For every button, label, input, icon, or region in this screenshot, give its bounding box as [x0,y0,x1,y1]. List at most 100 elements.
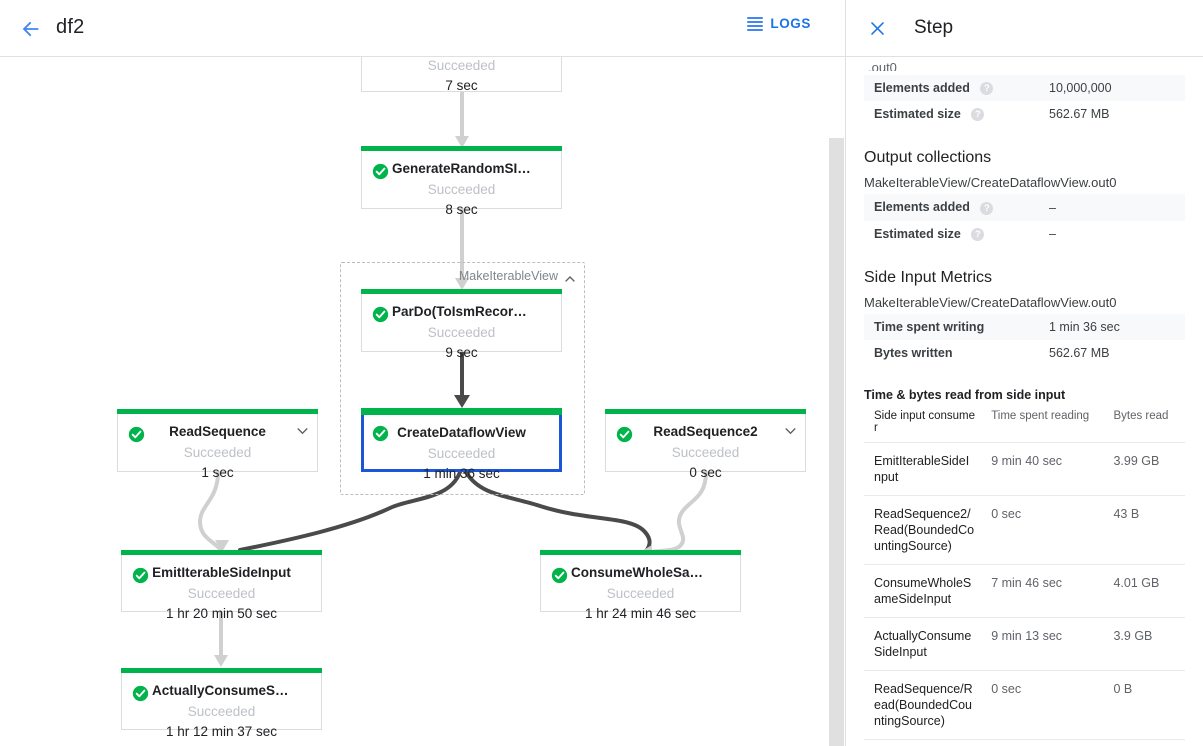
node-duration: 1 min 36 sec [423,466,500,481]
success-check-icon [132,685,149,702]
table-row: ConsumeWholeSameSideInput 7 min 46 sec 4… [864,564,1185,618]
node-status-accent [121,668,322,673]
chevron-down-icon[interactable] [296,424,309,437]
metric-key: Elements added ? [864,75,1039,102]
help-icon[interactable]: ? [980,82,994,96]
group-make-iterable-view[interactable]: MakeIterableView [340,262,585,495]
cell-time: 9 min 13 sec [981,617,1104,671]
metric-key: Time spent writing [864,313,1039,340]
metric-key: Estimated size ? [864,221,1039,247]
node-status: Succeeded [427,446,496,461]
pane-divider [845,0,846,746]
node-name: ConsumeWholeSameSi… [571,565,736,580]
logs-button-label: LOGS [770,16,811,31]
step-panel-body: .out0 Elements added ? 10,000,000 Estima… [846,61,1203,740]
back-button[interactable] [14,12,48,46]
node-status: Succeeded [606,586,675,601]
side-input-write-metrics-table: Time spent writing 1 min 36 sec Bytes wr… [864,313,1185,366]
cell-time: 0 sec [981,670,1104,740]
close-icon [870,21,884,35]
clipped-collection-name: .out0 [868,61,897,71]
success-check-icon [372,163,389,180]
cell-time: 9 min 40 sec [981,442,1104,496]
graph-node-pardo-to-ism-record-for[interactable]: ParDo(ToIsmRecordFor… Succeeded 9 sec [361,289,562,360]
job-graph-pane: MakeIterableView Succeeded 7 sec Generat… [0,0,845,746]
success-check-icon [616,426,633,443]
graph-canvas[interactable]: MakeIterableView Succeeded 7 sec Generat… [0,0,845,746]
node-status-accent [605,409,806,414]
metric-key: Bytes written [874,345,953,360]
metric-value: 1 min 36 sec [1039,313,1185,340]
group-label: MakeIterableView [458,269,558,283]
side-input-collection-name: MakeIterableView/CreateDataflowView.out0 [864,294,1117,310]
graph-node-consume-whole-same-side-input[interactable]: ConsumeWholeSameSi… Succeeded 1 hr 24 mi… [540,550,741,621]
success-check-icon [551,567,568,584]
table-row: Estimated size ? – [864,221,1185,247]
graph-node-read-sequence[interactable]: ReadSequence Succeeded 1 sec [117,409,318,480]
canvas-scrollbar-thumb[interactable] [829,138,844,746]
table-row: ReadSequence2/Read(BoundedCountingSource… [864,495,1185,565]
output-metrics-table: Elements added ? – Estimated size ? – [864,194,1185,246]
graph-node-emit-iterable-side-input[interactable]: EmitIterableSideInput Succeeded 1 hr 20 … [121,550,322,621]
node-status-accent [361,146,562,151]
metric-key-label: Estimated size [874,107,961,122]
table-row: ReadSequence/Read(BoundedCountingSource)… [864,670,1185,740]
cell-time: 0 sec [981,495,1104,565]
node-status: Succeeded [183,445,252,460]
node-duration: 1 hr 20 min 50 sec [165,606,278,621]
table-row: Estimated size ? 562.67 MB [864,101,1185,127]
graph-node-read-sequence-2[interactable]: ReadSequence2 Succeeded 0 sec [605,409,806,480]
graph-node-generate-random-si-data[interactable]: GenerateRandomSIData Succeeded 8 sec [361,146,562,217]
table-row: Bytes written 562.67 MB [864,340,1185,366]
success-check-icon [372,425,389,442]
side-input-read-table-caption: Time & bytes read from side input [864,387,1066,402]
success-check-icon [128,426,145,443]
output-collections-title: Output collections [864,149,992,167]
input-metrics-table: Elements added ? 10,000,000 Estimated si… [864,75,1185,127]
node-status-accent [117,409,318,414]
cell-bytes: 0 B [1103,670,1185,740]
chevron-down-icon[interactable] [784,424,797,437]
page-title: df2 [56,16,85,38]
node-name: CreateDataflowView [397,425,526,440]
metric-value: 562.67 MB [1049,107,1110,122]
node-name: ReadSequence [169,424,266,439]
table-row: Time spent writing 1 min 36 sec [864,313,1185,340]
column-header-bytes: Bytes read [1103,403,1185,443]
metric-key-label: Elements added [874,200,970,215]
step-panel-header: Step [846,0,1203,57]
node-duration: 7 sec [445,78,478,93]
node-name: EmitIterableSideInput [152,565,291,580]
help-icon[interactable]: ? [980,201,994,215]
graph-node-actually-consume-side-input[interactable]: ActuallyConsumeSideI… Succeeded 1 hr 12 … [121,668,322,739]
node-status: Succeeded [671,445,740,460]
table-row: Elements added ? 10,000,000 [864,75,1185,102]
metric-key: Estimated size ? [864,101,1039,127]
step-panel-title: Step [914,17,954,38]
node-duration: 1 hr 12 min 37 sec [165,724,278,739]
side-input-read-table: Side input consumer Time spent reading B… [864,403,1185,740]
chevron-up-icon[interactable] [564,272,576,284]
cell-consumer: ActuallyConsumeSideInput [864,617,982,671]
node-status-accent [361,408,562,415]
graph-node-create-dataflow-view[interactable]: CreateDataflowView Succeeded 1 min 36 se… [361,408,562,481]
table-row: ActuallyConsumeSideInput 9 min 13 sec 3.… [864,617,1185,671]
close-button[interactable] [862,13,892,43]
node-name: GenerateRandomSIData [392,161,547,176]
metric-key-label: Elements added [874,81,970,95]
help-icon[interactable]: ? [971,108,985,122]
node-name: ReadSequence2 [653,424,758,439]
cell-bytes: 4.01 GB [1103,564,1185,618]
node-status: Succeeded [187,704,256,719]
table-row: Elements added ? – [864,194,1185,221]
node-status: Succeeded [187,586,256,601]
logs-button[interactable]: LOGS [747,16,811,31]
metric-key: Elements added ? [864,194,1039,221]
metric-value: – [1039,194,1185,221]
cell-bytes: 3.9 GB [1103,617,1185,671]
metric-value: 562.67 MB [1049,345,1110,360]
help-icon[interactable]: ? [971,227,985,241]
cell-bytes: 3.99 GB [1103,442,1185,496]
cell-consumer: ReadSequence2/Read(BoundedCountingSource… [864,495,982,565]
